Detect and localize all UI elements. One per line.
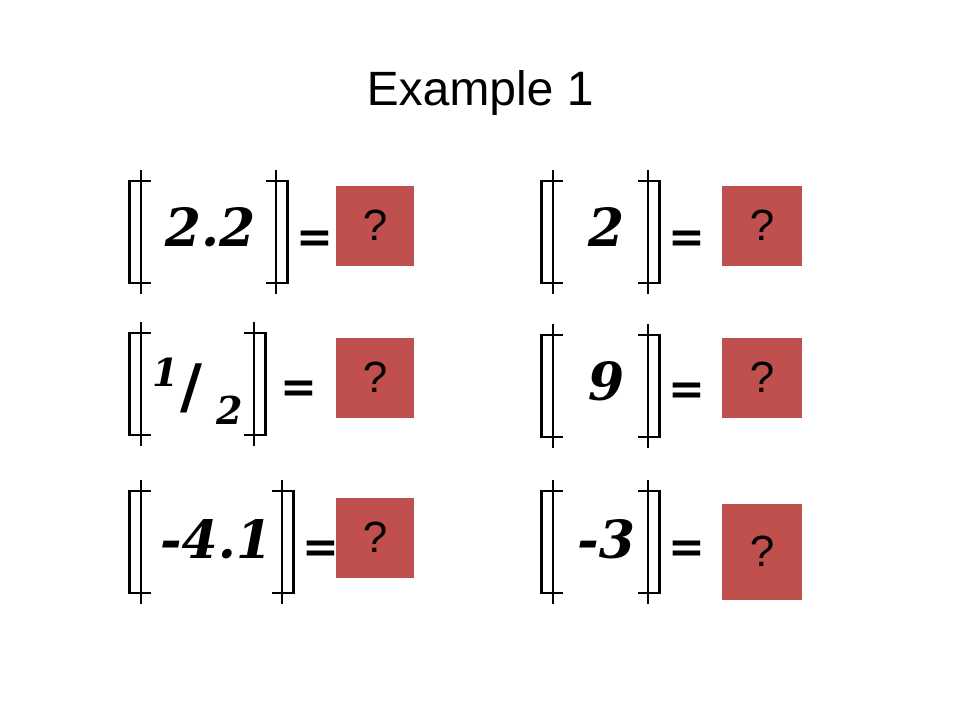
floor-bracket-left [540, 324, 563, 448]
problem-value: 2 [587, 198, 625, 259]
problem-value: -3 [577, 510, 635, 571]
answer-box[interactable]: ? [722, 338, 802, 418]
equals-sign: = [302, 522, 339, 573]
floor-bracket-right [272, 480, 295, 604]
equals-sign: = [296, 212, 333, 263]
fraction-denominator: 2 [216, 388, 243, 433]
problem-value: -4.1 [159, 510, 273, 571]
equals-sign: = [668, 364, 705, 415]
floor-bracket-left [128, 480, 151, 604]
floor-bracket-left [540, 480, 563, 604]
fraction-slash: / [180, 352, 202, 422]
floor-bracket-right [244, 322, 267, 446]
floor-bracket-right [638, 324, 661, 448]
floor-bracket-left [540, 170, 563, 294]
equals-sign: = [668, 522, 705, 573]
floor-bracket-right [638, 170, 661, 294]
answer-box[interactable]: ? [336, 498, 414, 578]
fraction-numerator: 1 [152, 350, 179, 395]
floor-bracket-right [266, 170, 289, 294]
problem-value: 2.2 [164, 198, 256, 259]
answer-box[interactable]: ? [336, 338, 414, 418]
floor-bracket-left [128, 170, 151, 294]
slide-title: Example 1 [366, 63, 594, 116]
answer-box[interactable]: ? [722, 186, 802, 266]
problem-value: 9 [587, 352, 625, 413]
floor-bracket-right [638, 480, 661, 604]
answer-box[interactable]: ? [336, 186, 414, 266]
answer-box[interactable]: ? [722, 504, 802, 600]
equals-sign: = [280, 362, 317, 413]
floor-bracket-left [128, 322, 151, 446]
equals-sign: = [668, 212, 705, 263]
